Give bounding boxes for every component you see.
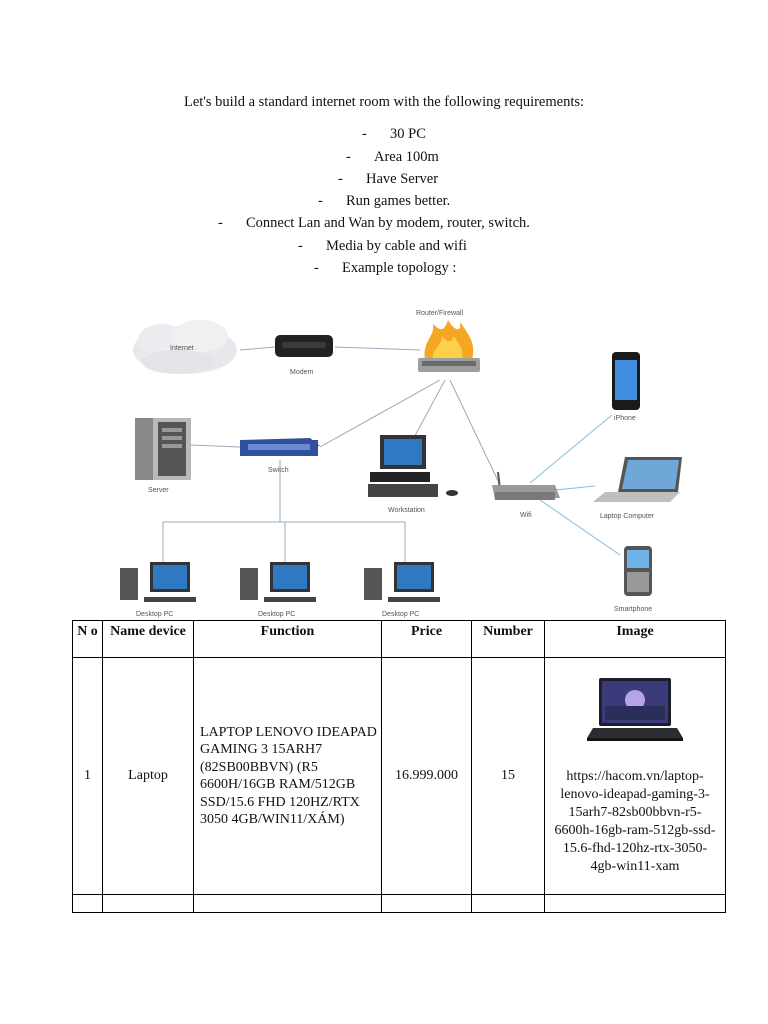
empty-cell: [72, 894, 103, 913]
empty-cell: [381, 894, 472, 913]
header-function: Function: [193, 620, 382, 658]
row-function-cell: LAPTOP LENOVO IDEAPAD GAMING 3 15ARH7 (8…: [193, 657, 382, 895]
header-no: N o: [72, 620, 103, 658]
product-url[interactable]: https://hacom.vn/laptop-lenovo-ideapad-g…: [554, 769, 716, 874]
row-image-cell: https://hacom.vn/laptop-lenovo-ideapad-g…: [544, 657, 726, 895]
server-icon: [135, 418, 191, 480]
empty-cell: [102, 894, 194, 913]
switch-label: Switch: [268, 467, 289, 474]
row-name: Laptop: [102, 657, 194, 895]
desktop-pc-label-1: Desktop PC: [136, 611, 173, 618]
device-table: N o Name device Function Price Number Im…: [72, 620, 726, 913]
empty-cell: [544, 894, 726, 913]
internet-cloud-icon: [133, 320, 237, 374]
empty-cell: [471, 894, 545, 913]
firewall-router-icon: [418, 320, 480, 372]
desktop-pc-label-2: Desktop PC: [258, 611, 295, 618]
row-price: 16.999.000: [381, 657, 472, 895]
switch-icon: [240, 438, 320, 456]
iphone-label: iPhone: [614, 415, 636, 422]
table-row-empty: [72, 894, 726, 913]
requirement-item: -30 PC: [362, 126, 426, 142]
requirement-item: -Area 100m: [346, 149, 439, 165]
workstation-label: Workstation: [388, 507, 425, 514]
topology-links: [162, 346, 501, 562]
requirement-item: -Connect Lan and Wan by modem, router, s…: [218, 215, 530, 231]
requirement-item: -Example topology :: [314, 260, 457, 276]
desktop-pc-icon: [120, 562, 196, 602]
modem-icon: [275, 335, 333, 357]
laptop-computer-icon: [593, 457, 682, 502]
iphone-icon: [612, 352, 640, 410]
empty-cell: [193, 894, 382, 913]
internet-label: Internet: [170, 345, 194, 352]
wifi-label: Wifi: [520, 512, 532, 519]
header-name-device: Name device: [102, 620, 194, 658]
row-no: 1: [72, 657, 103, 895]
server-label: Server: [148, 487, 169, 494]
table-row: 1 Laptop LAPTOP LENOVO IDEAPAD GAMING 3 …: [72, 657, 726, 895]
intro-text: Let's build a standard internet room wit…: [183, 94, 585, 110]
wifi-router-icon: [492, 471, 560, 500]
header-price: Price: [381, 620, 472, 658]
modem-label: Modem: [290, 369, 314, 376]
header-number: Number: [471, 620, 545, 658]
requirement-item: -Media by cable and wifi: [298, 238, 467, 254]
desktop-pc-icon: [364, 562, 440, 602]
row-function: LAPTOP LENOVO IDEAPAD GAMING 3 15ARH7 (8…: [200, 724, 377, 828]
row-number: 15: [471, 657, 545, 895]
table-header-row: N o Name device Function Price Number Im…: [72, 620, 726, 658]
wireless-links: [529, 414, 621, 556]
laptop-product-image: [587, 678, 683, 741]
router-label: Router/Firewall: [416, 310, 464, 317]
requirement-item: -Run games better.: [318, 193, 451, 209]
laptop-computer-label: Laptop Computer: [600, 513, 655, 520]
desktop-pc-icon: [240, 562, 316, 602]
network-topology-diagram: Internet Modem Router/Firewall Server Sw…: [120, 310, 682, 618]
requirement-item: -Have Server: [338, 171, 439, 187]
workstation-icon: [368, 435, 458, 497]
smartphone-icon: [624, 546, 652, 596]
desktop-pc-label-3: Desktop PC: [382, 611, 419, 618]
smartphone-label: Smartphone: [614, 606, 652, 613]
header-image: Image: [544, 620, 726, 658]
